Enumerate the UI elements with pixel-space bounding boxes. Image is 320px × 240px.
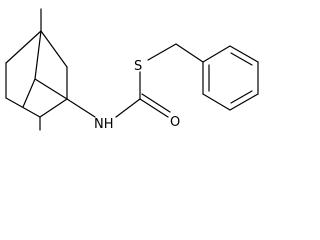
structure-diagram: S NH O [5,8,259,132]
bond-ring [202,45,231,63]
bond-cage [39,98,68,118]
atom-label-sulfur: S [134,59,142,74]
bond-cage [22,78,36,108]
bond-c-o [139,98,169,118]
bond-ring-inner [230,52,253,66]
bond-ring [202,93,231,111]
bond-cage [5,30,42,64]
bond-ring [229,45,259,63]
bond-cage [34,78,68,100]
bond-s-ch2 [147,43,177,61]
bond-n-c [115,98,141,118]
bond-cage [34,30,42,80]
atom-label-oxygen: O [170,115,180,130]
bond-c-n [66,98,96,118]
bond-ring [229,93,259,111]
bond-ring-inner [230,90,253,104]
bond-ch2-ring [175,43,204,63]
atom-label-nh: NH [94,117,114,132]
bond-cage [40,30,68,68]
bond-c-o-double [141,93,171,113]
bond-lines [5,8,259,131]
atom-labels: S NH O [94,59,180,132]
